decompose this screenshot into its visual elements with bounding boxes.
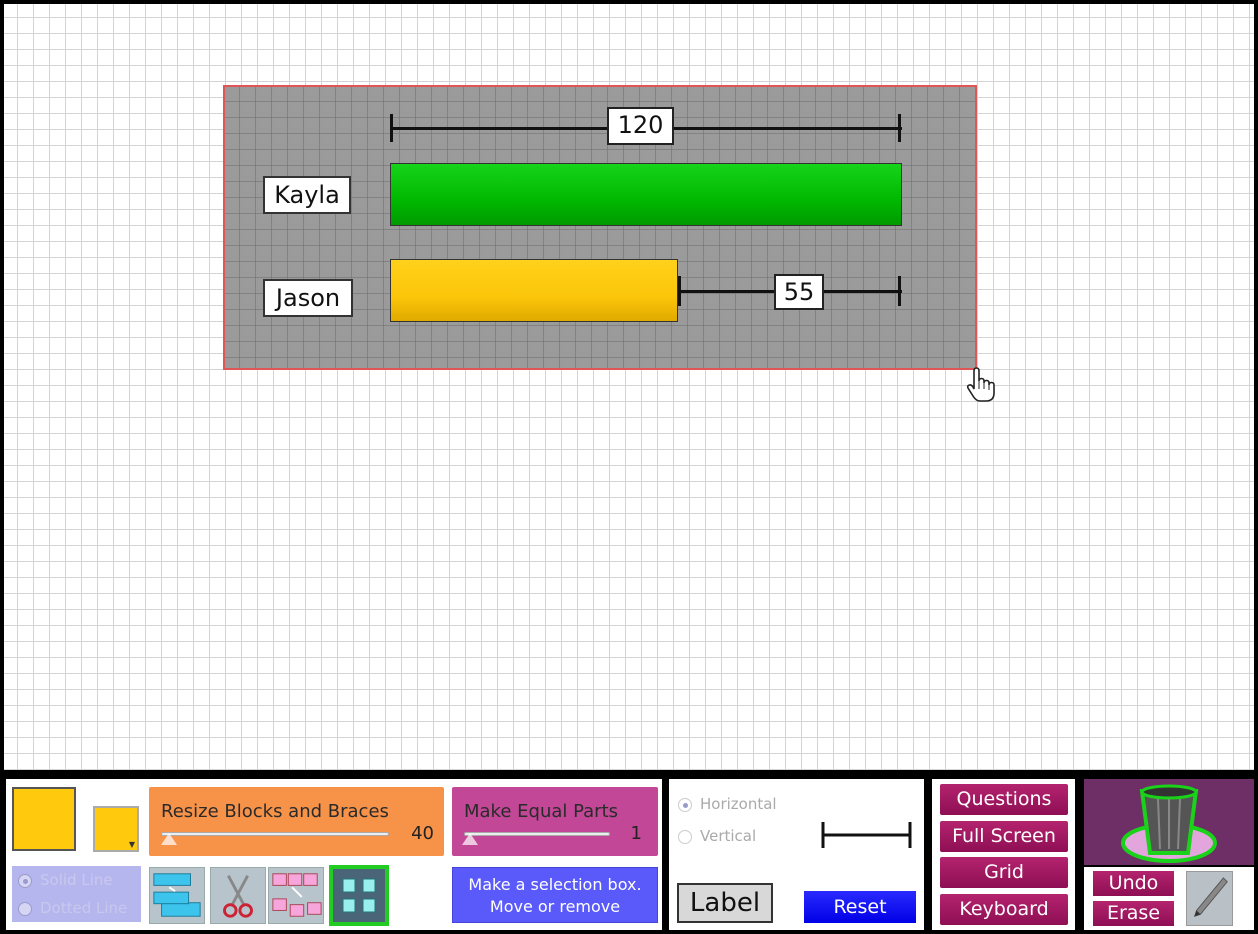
brace-55-right-end [898,276,901,306]
equal-parts-title: Make Equal Parts [464,801,619,822]
brace-55-value[interactable]: 55 [774,274,824,310]
dotted-line-option[interactable]: Dotted Line [12,894,141,922]
solid-line-option[interactable]: Solid Line [12,866,141,894]
vertical-option[interactable]: Vertical [678,827,756,845]
dropdown-arrow-icon: ▼ [128,840,135,849]
undo-button[interactable]: Undo [1093,871,1174,896]
equal-parts-slider-thumb[interactable] [462,833,478,845]
selection-hint: Make a selection box. Move or remove [452,867,658,923]
questions-button[interactable]: Questions [940,784,1068,815]
trash-icon[interactable] [1120,781,1218,863]
dotted-line-radio[interactable] [18,901,32,916]
brace-120-right-end [898,114,901,142]
copy-blocks-icon [153,873,201,917]
erase-button[interactable]: Erase [1093,901,1174,926]
cut-block-button[interactable] [210,867,266,924]
reset-button[interactable]: Reset [804,891,916,923]
resize-slider-track[interactable] [161,832,389,836]
bar-label-kayla[interactable]: Kayla [263,176,351,214]
hand-cursor-icon [966,367,995,402]
horizontal-radio[interactable] [678,797,692,812]
label-button[interactable]: Label [677,883,773,923]
selection-box-button[interactable] [329,865,389,926]
grid-button[interactable]: Grid [940,857,1068,888]
equal-parts-slider-track[interactable] [464,832,610,836]
vertical-radio[interactable] [678,829,692,844]
horizontal-label: Horizontal [700,795,777,813]
scissors-icon [223,875,253,918]
solid-line-radio[interactable] [18,873,32,888]
copy-block-button[interactable] [149,867,205,924]
vertical-label: Vertical [700,827,757,845]
selection-box[interactable] [223,85,977,370]
equal-parts-slider-card: Make Equal Parts 1 [452,787,658,856]
selection-hint-line-2: Move or remove [489,897,621,916]
split-blocks-icon [272,873,322,917]
color-picker-button[interactable]: ▼ [93,806,139,852]
split-block-button[interactable] [268,867,324,924]
horizontal-option[interactable]: Horizontal [678,795,777,813]
resize-slider-thumb[interactable] [161,833,177,845]
pencil-icon [1193,877,1228,917]
resize-value: 40 [411,823,434,844]
jason-block[interactable] [390,259,678,322]
equal-parts-value: 1 [630,823,642,844]
current-color-swatch[interactable] [12,787,76,851]
resize-title: Resize Blocks and Braces [161,801,389,822]
brace-tool-icon[interactable] [820,820,913,850]
brace-120-value[interactable]: 120 [607,107,674,145]
kayla-block[interactable] [390,163,902,226]
dotted-line-label: Dotted Line [40,899,128,917]
grid-select-icon [342,878,376,913]
selection-hint-line-1: Make a selection box. [468,875,642,894]
pencil-button[interactable] [1186,871,1233,926]
resize-blocks-slider-card: Resize Blocks and Braces 40 [149,787,444,856]
bar-label-jason[interactable]: Jason [263,279,353,317]
full-screen-button[interactable]: Full Screen [940,821,1068,852]
keyboard-button[interactable]: Keyboard [940,894,1068,925]
solid-line-label: Solid Line [40,871,113,889]
